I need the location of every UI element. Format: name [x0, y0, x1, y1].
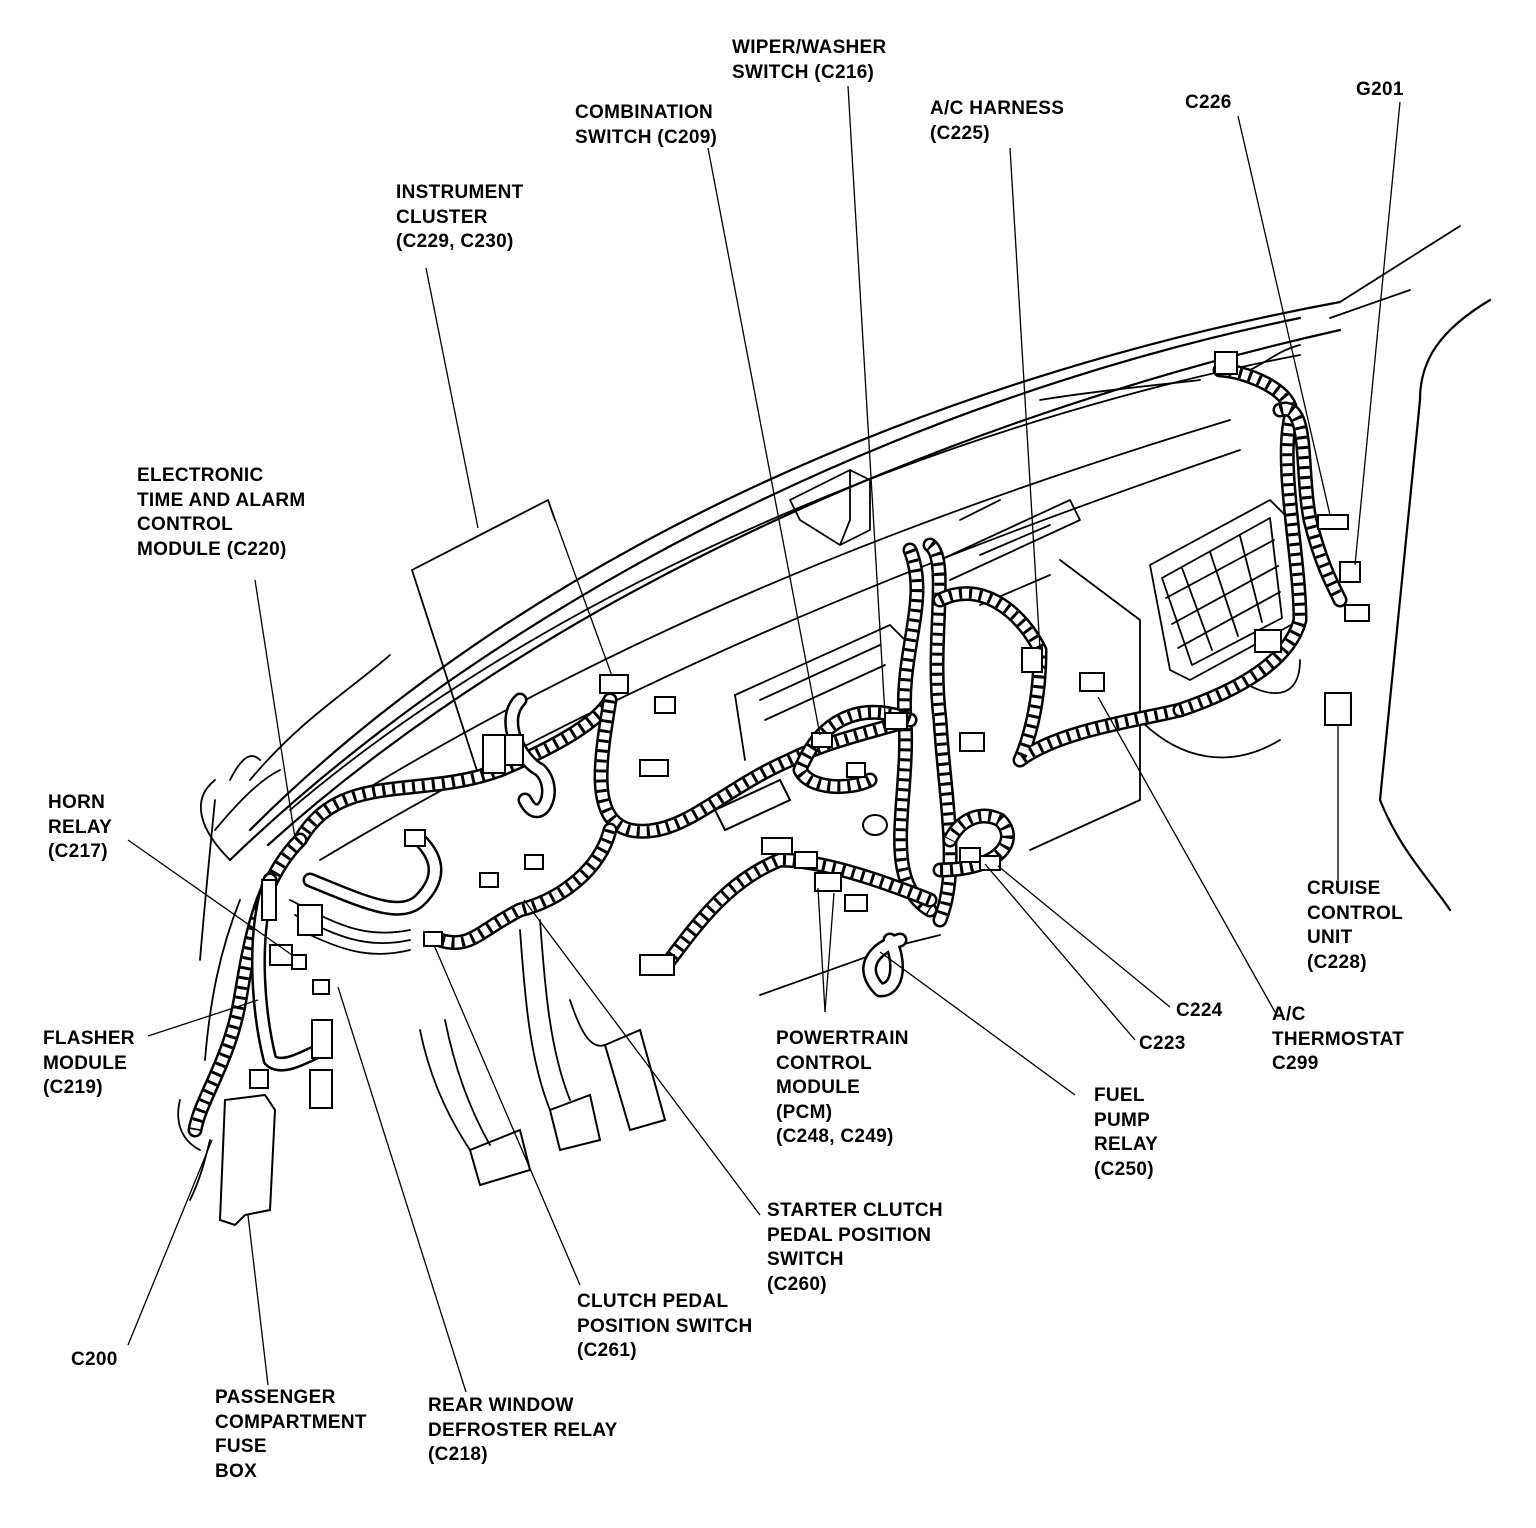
label-fuel-pump-relay: FUEL PUMP RELAY (C250): [1094, 1084, 1158, 1182]
label-line: (PCM): [776, 1101, 833, 1123]
label-line: (C248, C249): [776, 1126, 894, 1147]
label-c226: C226: [1185, 91, 1232, 116]
label-horn-relay: HORN RELAY (C217): [48, 791, 112, 865]
label-cruise-control-unit: CRUISE CONTROL UNIT (C228): [1307, 877, 1403, 975]
label-line: POSITION SWITCH: [577, 1315, 753, 1337]
label-c223: C223: [1139, 1032, 1186, 1057]
label-electronic-time-alarm-module: ELECTRONIC TIME AND ALARM CONTROL MODULE…: [137, 464, 306, 562]
label-line: C299: [1272, 1053, 1319, 1074]
connectors: [249, 351, 1370, 1109]
label-line: FLASHER: [43, 1028, 135, 1049]
label-line: SWITCH (C209): [575, 126, 718, 148]
label-line: A/C: [1272, 1004, 1306, 1025]
label-line: STARTER CLUTCH: [767, 1200, 943, 1221]
label-line: PUMP: [1094, 1109, 1151, 1131]
label-line: (C229, C230): [396, 231, 514, 252]
label-ac-thermostat: A/C THERMOSTAT C299: [1272, 1003, 1404, 1077]
label-line: (C225): [930, 122, 990, 144]
label-line: WIPER/WASHER: [732, 37, 887, 58]
label-line: INSTRUMENT: [396, 182, 524, 203]
label-line: SWITCH: [767, 1249, 844, 1270]
label-flasher-module: FLASHER MODULE (C219): [43, 1027, 135, 1101]
label-line: CONTROL: [1307, 902, 1404, 924]
label-clutch-pedal-position-switch: CLUTCH PEDAL POSITION SWITCH (C261): [577, 1290, 753, 1364]
label-line: (C217): [48, 841, 108, 862]
label-line: (C219): [43, 1077, 103, 1098]
label-wiper-washer-switch: WIPER/WASHER SWITCH (C216): [732, 36, 887, 85]
label-line: MODULE: [776, 1077, 861, 1098]
label-line: PASSENGER: [215, 1387, 336, 1408]
label-line: C223: [1139, 1033, 1186, 1054]
label-line: MODULE (C220): [137, 538, 287, 560]
label-line: FUEL: [1094, 1085, 1145, 1106]
label-instrument-cluster: INSTRUMENT CLUSTER (C229, C230): [396, 181, 524, 255]
label-ac-harness: A/C HARNESS (C225): [930, 97, 1064, 146]
label-line: DEFROSTER RELAY: [428, 1419, 618, 1441]
label-line: COMPARTMENT: [215, 1411, 367, 1433]
label-line: REAR WINDOW: [428, 1395, 574, 1416]
label-line: BOX: [215, 1460, 258, 1482]
label-line: FUSE: [215, 1436, 267, 1457]
label-line: CONTROL: [137, 514, 234, 535]
label-line: RELAY: [1094, 1134, 1159, 1155]
label-line: C226: [1185, 92, 1232, 113]
label-powertrain-control-module: POWERTRAIN CONTROL MODULE (PCM) (C248, C…: [776, 1027, 909, 1150]
main-wiring-harness: [187, 362, 1348, 1138]
label-line: ELECTRONIC: [137, 465, 264, 486]
label-line: CLUTCH PEDAL: [577, 1291, 729, 1312]
instrument-panel-outline: [199, 225, 1492, 996]
label-line: TIME AND ALARM: [137, 489, 306, 511]
label-c224: C224: [1176, 999, 1223, 1024]
fuse-box-shape: [218, 1093, 277, 1227]
label-starter-clutch-switch: STARTER CLUTCH PEDAL POSITION SWITCH (C2…: [767, 1199, 943, 1297]
label-line: CONTROL: [776, 1052, 873, 1074]
label-line: RELAY: [48, 816, 113, 838]
label-line: C200: [71, 1349, 118, 1370]
label-line: MODULE: [43, 1052, 128, 1074]
label-line: C224: [1176, 1000, 1223, 1021]
label-line: (C250): [1094, 1158, 1154, 1180]
label-line: SWITCH (C216): [732, 61, 875, 83]
label-line: COMBINATION: [575, 102, 714, 123]
label-line: THERMOSTAT: [1272, 1028, 1405, 1050]
label-line: (C218): [428, 1444, 488, 1465]
pedals: [419, 919, 667, 1187]
label-line: (C260): [767, 1273, 827, 1295]
label-line: CRUISE: [1307, 878, 1381, 899]
label-combination-switch: COMBINATION SWITCH (C209): [575, 101, 717, 150]
label-line: POWERTRAIN: [776, 1028, 909, 1049]
label-line: UNIT: [1307, 927, 1353, 948]
label-c200: C200: [71, 1348, 118, 1373]
label-line: G201: [1356, 79, 1404, 100]
leader-lines: [127, 85, 1401, 1393]
label-line: CLUSTER: [396, 206, 488, 228]
label-line: PEDAL POSITION: [767, 1224, 932, 1246]
label-rear-window-defroster-relay: REAR WINDOW DEFROSTER RELAY (C218): [428, 1394, 618, 1468]
label-line: A/C HARNESS: [930, 98, 1065, 119]
label-g201: G201: [1356, 78, 1404, 103]
label-passenger-fuse-box: PASSENGER COMPARTMENT FUSE BOX: [215, 1386, 367, 1484]
label-line: HORN: [48, 792, 106, 813]
label-line: (C228): [1307, 951, 1367, 973]
label-line: (C261): [577, 1340, 637, 1361]
vent-grille: [1149, 499, 1301, 681]
